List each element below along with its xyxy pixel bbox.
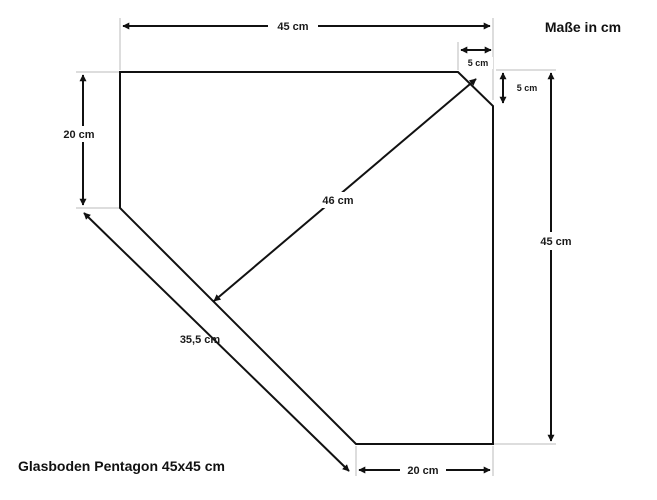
inner-diagonal-label: 46 cm <box>322 195 353 207</box>
corner-cut-h-label-bg <box>465 57 493 69</box>
diagram-caption: Glasboden Pentagon 45x45 cm <box>18 458 225 474</box>
top-width-label-bg <box>268 17 318 35</box>
units-note: Maße in cm <box>545 19 621 35</box>
label-backgrounds <box>58 17 577 478</box>
corner-cut-vertical-label: 5 cm <box>517 83 538 93</box>
right-height-label-bg <box>535 232 577 250</box>
bottom-width-label: 20 cm <box>407 465 438 477</box>
right-height-label: 45 cm <box>540 236 571 248</box>
dimension-labels: 45 cm 45 cm 20 cm 20 cm 35,5 cm 46 cm 5 … <box>63 21 571 477</box>
pentagon-outline <box>119 71 494 445</box>
diagonal-side-arrow <box>83 212 350 472</box>
left-height-label: 20 cm <box>63 129 94 141</box>
corner-cut-horizontal-label: 5 cm <box>468 58 489 68</box>
extension-lines <box>76 18 556 476</box>
bottom-width-label-bg <box>400 462 446 478</box>
left-height-label-bg <box>58 126 100 142</box>
inner-diagonal-arrow <box>213 78 477 302</box>
top-width-label: 45 cm <box>277 21 308 33</box>
diagonal-side-label: 35,5 cm <box>180 334 221 346</box>
inner-diagonal-label-bg <box>316 192 360 208</box>
